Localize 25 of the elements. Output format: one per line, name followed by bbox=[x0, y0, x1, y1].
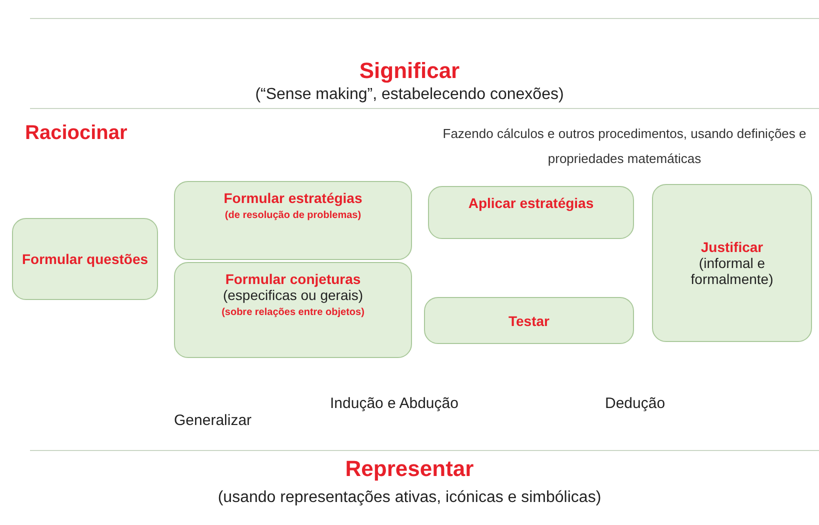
section-heading: Raciocinar bbox=[25, 122, 128, 144]
box-note: (sobre relações entre objetos) bbox=[222, 307, 364, 318]
process-box bbox=[424, 297, 634, 344]
process-box bbox=[428, 186, 634, 239]
category-label: Dedução bbox=[605, 395, 666, 412]
process-box bbox=[174, 181, 412, 260]
note-text: Fazendo cálculos e outros procedimentos, usando definições e propriedades matemáticas bbox=[442, 125, 808, 168]
box-title: Formular estratégias bbox=[224, 190, 362, 206]
box-title: Formular questões bbox=[22, 251, 148, 267]
section-heading: Representar bbox=[345, 456, 474, 481]
box-title: Formular conjeturas bbox=[225, 271, 361, 287]
box-title: Aplicar estratégias bbox=[468, 195, 594, 211]
subheading: (usando representações ativas, icónicas e simbólicas) bbox=[218, 489, 602, 506]
section-heading: Significar bbox=[359, 58, 460, 83]
process-box bbox=[652, 184, 812, 342]
category-label: Generalizar bbox=[174, 412, 252, 429]
box-note: (especificas ou gerais) bbox=[222, 287, 364, 303]
category-label: Indução e Abdução bbox=[330, 395, 458, 412]
box-title: Testar bbox=[508, 312, 550, 328]
box-note: (informal e formalmente) bbox=[690, 255, 774, 287]
process-box bbox=[174, 262, 412, 358]
box-title: Justificar bbox=[700, 239, 764, 255]
process-box bbox=[12, 218, 158, 300]
subheading: (“Sense making”, estabelecendo conexões) bbox=[255, 86, 564, 103]
box-note: (de resolução de problemas) bbox=[224, 210, 362, 221]
